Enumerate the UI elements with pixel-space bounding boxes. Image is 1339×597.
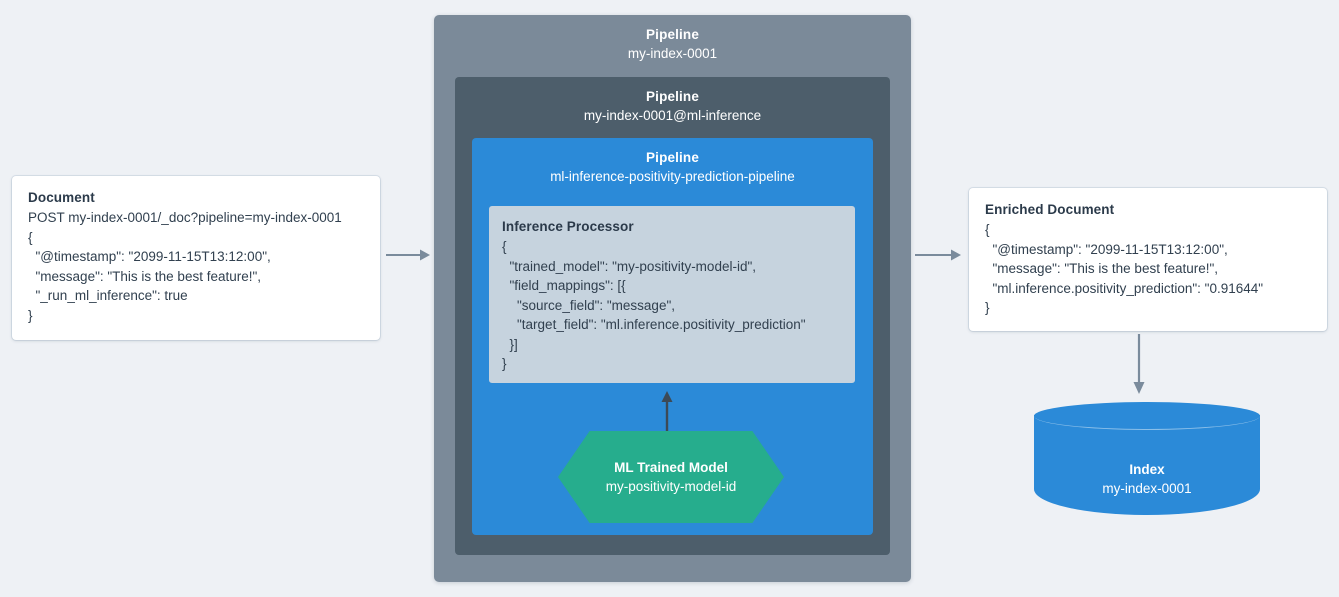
inference-processor-line: "target_field": "ml.inference.positivity… — [502, 317, 806, 332]
index-label: Index my-index-0001 — [1034, 460, 1260, 499]
enriched-document-line: } — [985, 300, 990, 315]
ml-trained-model-hexagon: ML Trained Model my-positivity-model-id — [558, 431, 784, 523]
pipeline-inner-header: Pipeline ml-inference-positivity-predict… — [472, 138, 873, 187]
pipeline-inner-box: Pipeline ml-inference-positivity-predict… — [472, 138, 873, 535]
document-title: Document — [28, 190, 95, 205]
enriched-document-line: { — [985, 222, 990, 237]
enriched-document-title: Enriched Document — [985, 202, 1115, 217]
arrow-pipeline-to-enriched-icon — [915, 249, 961, 261]
arrow-model-to-processor-icon — [661, 391, 673, 431]
inference-processor-line: { — [502, 239, 507, 254]
pipeline-middle-header: Pipeline my-index-0001@ml-inference — [455, 77, 890, 126]
arrow-document-to-pipeline-icon — [386, 249, 430, 261]
pipeline-inner-name: ml-inference-positivity-prediction-pipel… — [550, 169, 795, 184]
inference-processor-line: "source_field": "message", — [502, 297, 675, 313]
inference-processor-box: Inference Processor { "trained_model": "… — [489, 206, 855, 383]
arrow-enriched-to-index-icon — [1133, 334, 1145, 394]
pipeline-middle-box: Pipeline my-index-0001@ml-inference Pipe… — [455, 77, 890, 555]
document-line: } — [28, 307, 33, 323]
cylinder-top-ellipse — [1034, 402, 1260, 430]
document-line: "message": "This is the best feature!", — [28, 268, 262, 284]
index-cylinder: Index my-index-0001 — [1034, 402, 1260, 528]
cylinder-body — [1034, 415, 1260, 515]
enriched-document-line: "@timestamp": "2099-11-15T13:12:00", — [985, 241, 1228, 257]
pipeline-outer-kind: Pipeline — [646, 27, 699, 42]
inference-processor-line: "field_mappings": [{ — [502, 278, 626, 293]
document-line: POST my-index-0001/_doc?pipeline=my-inde… — [28, 210, 342, 225]
inference-processor-line: }] — [502, 336, 518, 352]
document-line: "@timestamp": "2099-11-15T13:12:00", — [28, 249, 271, 264]
pipeline-outer-box: Pipeline my-index-0001 Pipeline my-index… — [434, 15, 911, 582]
enriched-document-card: Enriched Document { "@timestamp": "2099-… — [969, 188, 1327, 331]
ml-model-name: my-positivity-model-id — [605, 478, 737, 494]
pipeline-outer-name: my-index-0001 — [627, 46, 718, 61]
inference-processor-line: } — [502, 356, 507, 371]
document-line: "_run_ml_inference": true — [28, 288, 188, 303]
inference-processor-title: Inference Processor — [502, 219, 634, 234]
document-line: { — [28, 229, 33, 245]
pipeline-inner-kind: Pipeline — [646, 150, 699, 165]
pipeline-middle-name: my-index-0001@ml-inference — [583, 108, 762, 123]
enriched-document-line: "ml.inference.positivity_prediction": "0… — [985, 280, 1264, 296]
index-name: my-index-0001 — [1102, 481, 1192, 496]
enriched-document-line: "message": "This is the best feature!", — [985, 261, 1219, 276]
inference-processor-line: "trained_model": "my-positivity-model-id… — [502, 258, 757, 274]
index-kind: Index — [1129, 462, 1165, 477]
pipeline-middle-kind: Pipeline — [646, 89, 699, 104]
pipeline-outer-header: Pipeline my-index-0001 — [434, 15, 911, 64]
document-card: Document POST my-index-0001/_doc?pipelin… — [12, 176, 380, 340]
ml-model-kind: ML Trained Model — [614, 459, 728, 475]
